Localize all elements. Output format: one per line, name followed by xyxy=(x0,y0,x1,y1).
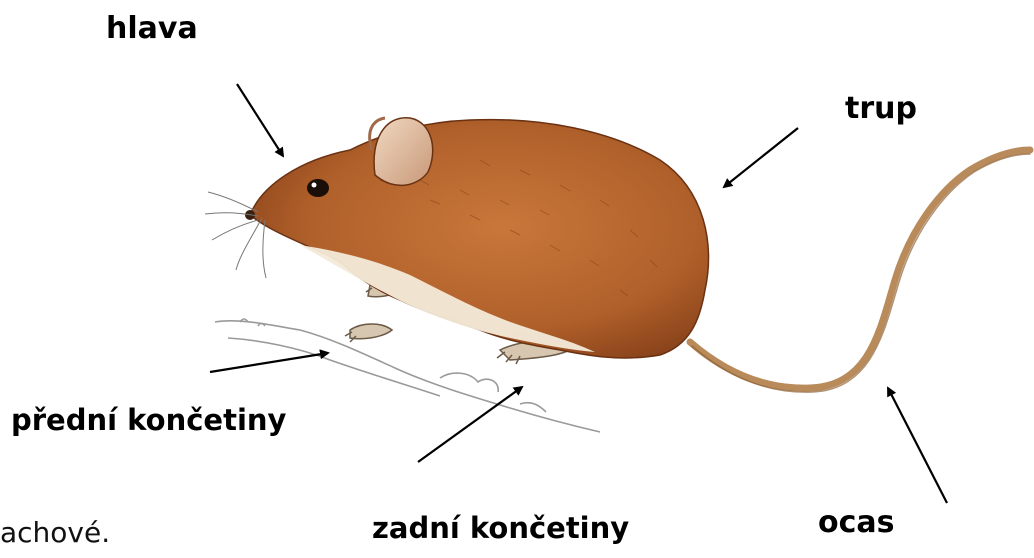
label-hind-limbs: zadní končetiny xyxy=(372,514,629,543)
label-tail: ocas xyxy=(818,508,895,538)
caption-fragment: achové. xyxy=(0,519,110,547)
arrow-hind-limbs xyxy=(418,387,522,462)
arrow-body xyxy=(724,128,798,187)
arrow-tail xyxy=(888,388,947,503)
tail xyxy=(690,150,1030,388)
arrow-front-limbs xyxy=(210,353,328,372)
label-head: hlava xyxy=(106,14,198,44)
label-body: trup xyxy=(845,94,917,124)
mouse-ear xyxy=(370,118,433,186)
arrow-head xyxy=(237,84,283,156)
label-front-limbs: přední končetiny xyxy=(11,406,286,435)
mouse-eye xyxy=(307,179,329,197)
